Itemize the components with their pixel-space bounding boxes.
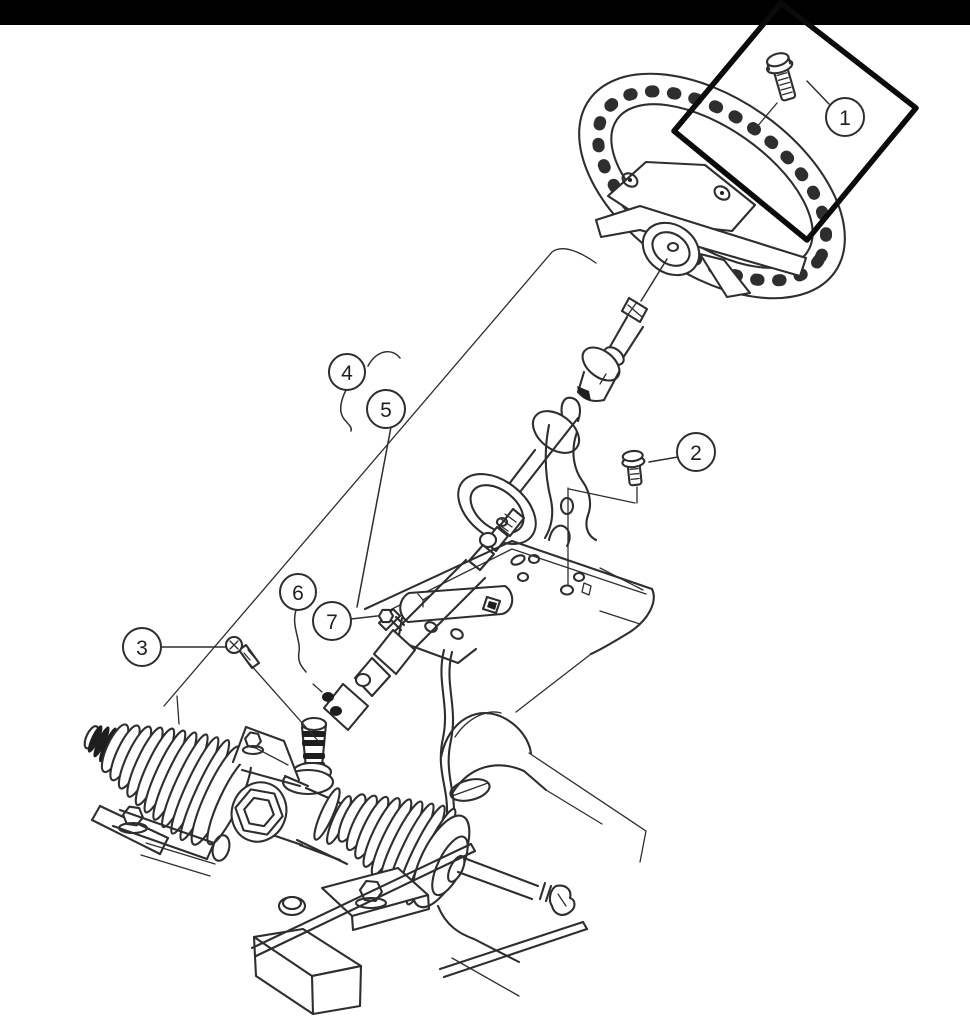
steering-wheel bbox=[578, 72, 846, 302]
callout-5: 5 bbox=[356, 389, 406, 608]
coupler-top bbox=[581, 346, 621, 382]
callout-leader bbox=[339, 389, 352, 432]
bolt-hex-head bbox=[621, 449, 644, 463]
wheel-lower-spoke bbox=[698, 252, 752, 299]
callout-balloon bbox=[366, 389, 406, 429]
frame-slot bbox=[449, 778, 491, 802]
callout-leader bbox=[806, 80, 830, 105]
upper-u-joint-cross bbox=[478, 531, 498, 549]
callout-number: 1 bbox=[839, 107, 851, 130]
lower-u-joint-cross bbox=[354, 672, 372, 688]
thread-band bbox=[303, 753, 325, 759]
u-joint-bolt bbox=[495, 516, 509, 528]
hex-plug bbox=[234, 788, 284, 836]
tube-ring bbox=[313, 787, 341, 841]
vehicle-frame bbox=[111, 712, 647, 1016]
clamp-bolt-head bbox=[244, 731, 262, 749]
top-black-bar bbox=[0, 0, 970, 25]
column-bolt-icon bbox=[621, 449, 646, 487]
thread-band bbox=[302, 740, 325, 746]
callout-balloon bbox=[825, 97, 865, 137]
pinch-bolt-head bbox=[377, 608, 395, 624]
support-strap bbox=[439, 648, 449, 816]
callout-leader bbox=[356, 426, 392, 608]
callout-leader bbox=[350, 615, 378, 620]
coupler-rubber-insert bbox=[577, 386, 591, 401]
lower-clamp-block bbox=[322, 682, 370, 732]
wheel-hub-bore bbox=[666, 241, 680, 253]
flange-nut bbox=[122, 805, 144, 827]
callout-6: 6 bbox=[279, 573, 317, 673]
thread-band bbox=[302, 731, 325, 737]
steering-shaft-upper bbox=[576, 296, 649, 403]
left-mount bbox=[90, 804, 170, 856]
callout-balloon bbox=[279, 573, 317, 611]
steering-wheel-bolt-icon bbox=[766, 52, 797, 102]
callout-leader bbox=[648, 456, 679, 463]
sheet-slot bbox=[510, 554, 526, 566]
panel-corner bbox=[589, 587, 655, 656]
thread-band bbox=[538, 881, 547, 901]
intermediate-shaft bbox=[312, 558, 487, 732]
wheel-screw-boss bbox=[621, 172, 639, 188]
clamp-bolt bbox=[322, 692, 334, 702]
detail-box bbox=[671, 0, 919, 243]
thread-band bbox=[534, 881, 539, 897]
callout-4: 4 bbox=[328, 350, 401, 432]
bracket-plate bbox=[399, 584, 514, 624]
callout-number: 5 bbox=[380, 399, 392, 422]
wheel-spoke-bar bbox=[594, 204, 808, 278]
callout-2: 2 bbox=[648, 432, 716, 472]
frame-horn bbox=[439, 712, 533, 759]
jacket-tab bbox=[560, 396, 582, 423]
phillips-slot bbox=[229, 640, 239, 650]
left-bellows-boot bbox=[83, 723, 253, 846]
plate-square-hole bbox=[481, 595, 502, 615]
frame-rail bbox=[438, 920, 585, 971]
bolt-1-alignment-line bbox=[755, 102, 778, 129]
bracket-bolt-hole bbox=[559, 496, 575, 516]
right-mount bbox=[320, 866, 431, 932]
hub-leader-line bbox=[640, 258, 668, 302]
callout-7: 7 bbox=[312, 601, 378, 641]
callout-balloon bbox=[328, 353, 366, 391]
clamp-bolt bbox=[330, 706, 342, 716]
callout-number: 2 bbox=[690, 442, 702, 465]
callout-number: 6 bbox=[292, 582, 304, 605]
upper-clamp-yoke bbox=[372, 628, 417, 676]
callout-number: 3 bbox=[136, 637, 148, 660]
callout-balloon bbox=[676, 432, 716, 472]
thread-band bbox=[544, 884, 553, 903]
column-mount-bracket bbox=[363, 423, 655, 818]
screw-3-alignment-line bbox=[248, 662, 321, 744]
callout-number: 4 bbox=[341, 362, 353, 385]
sheet-bolt-hole bbox=[559, 584, 575, 596]
callout-number: 7 bbox=[326, 611, 338, 634]
callout-3: 3 bbox=[122, 627, 227, 667]
bracket-hook-cutout bbox=[547, 524, 571, 548]
pinion-shaft-stub bbox=[281, 716, 335, 796]
wheel-screw-boss bbox=[713, 185, 731, 201]
callout-balloon bbox=[312, 601, 352, 641]
cowl-panel-line bbox=[163, 247, 597, 707]
steering-column-jacket bbox=[457, 396, 582, 572]
callout-balloon bbox=[122, 627, 162, 667]
callout-leader bbox=[293, 609, 307, 673]
shaft-spline-mark bbox=[417, 593, 430, 608]
tie-rod bbox=[456, 856, 576, 916]
cover-screw-icon bbox=[224, 635, 261, 670]
rack-and-pinion bbox=[83, 723, 576, 932]
bracket-upper-strap bbox=[543, 423, 554, 540]
bracket-sheet-edge bbox=[363, 539, 654, 611]
callout-1: 1 bbox=[806, 80, 865, 137]
